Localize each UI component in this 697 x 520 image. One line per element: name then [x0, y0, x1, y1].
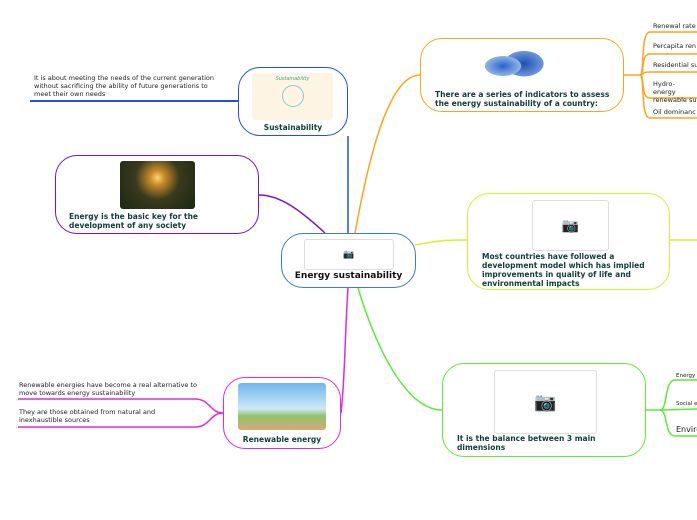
energy-key-title: Energy is the basic key for the developm… — [69, 212, 199, 230]
image-placeholder: 📷 — [532, 200, 609, 251]
topic-sustainability[interactable]: Sustainability Sustainability — [238, 67, 348, 136]
indicator-leaf-3[interactable]: Residential su — [653, 61, 697, 69]
balance-leaf-3[interactable]: Enviro — [676, 425, 697, 434]
topic-balance[interactable]: 📷 It is the balance between 3 main dimen… — [442, 363, 646, 457]
central-title: Energy sustainability — [294, 271, 403, 281]
camera-icon: 📷 — [561, 217, 580, 234]
camera-icon: 📷 — [534, 391, 557, 413]
indicator-leaf-1[interactable]: Renewal rate — [653, 22, 696, 30]
renewable-image — [238, 383, 326, 430]
world-map-image — [485, 43, 545, 89]
camera-icon: 📷 — [343, 249, 355, 260]
topic-indicators[interactable]: There are a series of indicators to asse… — [420, 38, 624, 112]
indicator-leaf-4[interactable]: Hydro-energy renewable su — [653, 80, 697, 104]
topic-energy-key[interactable]: Energy is the basic key for the developm… — [55, 155, 259, 234]
development-title: Most countries have followed a developme… — [482, 252, 645, 288]
image-placeholder: 📷 — [494, 370, 597, 434]
indicator-leaf-2[interactable]: Percapita ren — [653, 42, 696, 50]
renewable-leaf-2[interactable]: They are those obtained from natural and… — [19, 408, 156, 424]
image-placeholder: 📷 — [304, 239, 394, 270]
central-topic[interactable]: 📷 Energy sustainability — [281, 233, 416, 288]
balance-title: It is the balance between 3 main dimensi… — [457, 434, 596, 452]
sustainability-leaf[interactable]: It is about meeting the needs of the cur… — [34, 74, 214, 98]
sustainability-title: Sustainability — [263, 123, 323, 132]
renewable-leaf-1[interactable]: Renewable energies have become a real al… — [19, 381, 198, 397]
indicators-title: There are a series of indicators to asse… — [435, 90, 610, 108]
balance-leaf-2[interactable]: Social e — [676, 401, 697, 407]
topic-renewable-energy[interactable]: Renewable energy — [223, 377, 341, 449]
lightbulb-image — [120, 161, 195, 209]
topic-development[interactable]: 📷 Most countries have followed a develop… — [467, 193, 670, 290]
indicator-leaf-5[interactable]: Oil dominanc — [653, 108, 696, 116]
balance-leaf-1[interactable]: Energy — [676, 373, 696, 379]
sustainability-image: Sustainability — [252, 73, 333, 120]
renewable-title: Renewable energy — [242, 435, 322, 444]
